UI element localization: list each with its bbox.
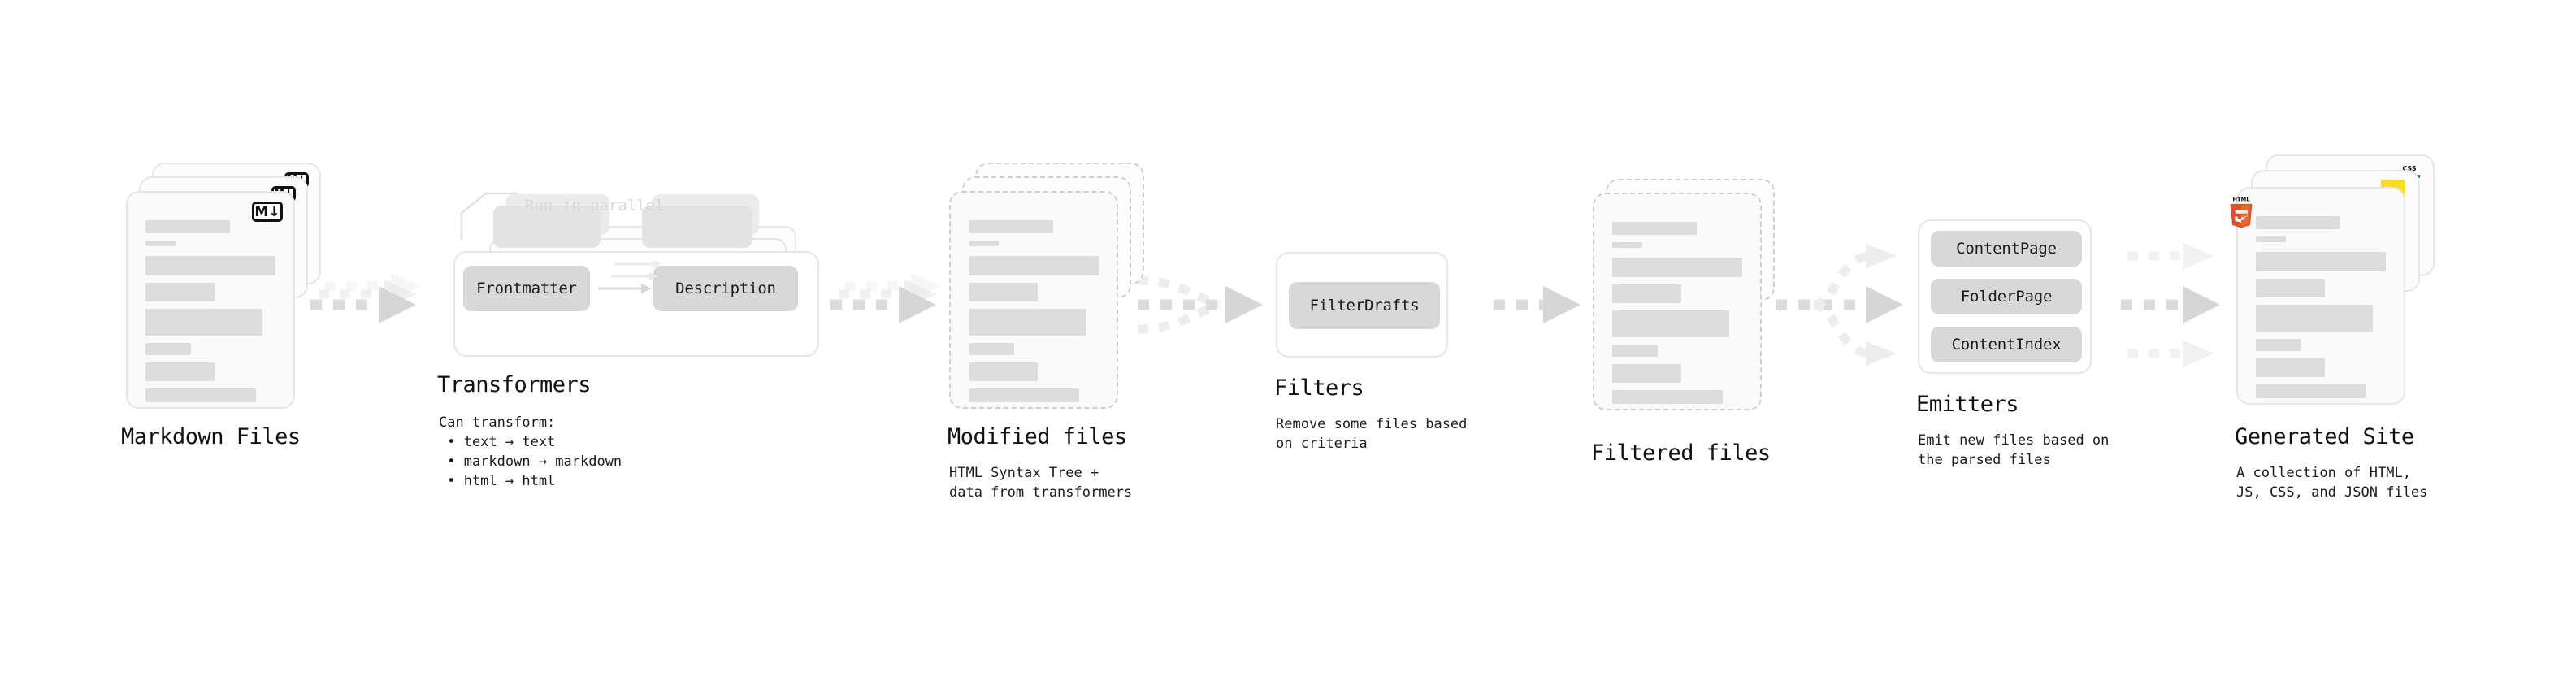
transformer-pill-description-mid: Description [642, 206, 752, 248]
filtered-files-caption: Filtered files [1591, 440, 1771, 466]
generated-site-caption: Generated Site [2235, 424, 2414, 449]
document-placeholder-lines [2256, 216, 2386, 406]
connector-filters-to-filtered [1494, 286, 1581, 323]
emitter-pill-folderpage[interactable]: FolderPage [1931, 279, 2082, 314]
emitter-pill-contentindex[interactable]: ContentIndex [1931, 327, 2082, 362]
run-in-parallel-label: Run in parallel [525, 197, 665, 215]
transformer-pill-description[interactable]: Description [653, 266, 798, 311]
connector-transformers-to-modified [830, 273, 942, 323]
transformer-pill-frontmatter-mid: Frontmatter [493, 206, 601, 248]
generated-site-description: A collection of HTML, JS, CSS, and JSON … [2236, 465, 2428, 501]
markdown-icon: M↓ [252, 202, 283, 222]
modified-files-caption: Modified files [948, 424, 1127, 449]
filters-description: Remove some files based on criteria [1276, 416, 1468, 453]
markdown-files-caption: Markdown Files [121, 424, 301, 449]
modified-card-front [949, 191, 1118, 409]
document-placeholder-lines [969, 220, 1099, 410]
site-card-front: HTML [2230, 187, 2405, 406]
svg-text:HTML: HTML [2232, 197, 2250, 203]
emitter-pill-contentpage[interactable]: ContentPage [1931, 231, 2082, 267]
connector-filtered-to-emitters [1776, 244, 1903, 366]
connector-modified-to-filters [1137, 275, 1263, 334]
document-placeholder-lines [145, 220, 275, 410]
filtered-card-front [1593, 193, 1762, 410]
document-placeholder-lines [1612, 222, 1742, 411]
html5-icon: HTML [2227, 195, 2255, 229]
modified-files-description: HTML Syntax Tree + data from transformer… [949, 465, 1133, 501]
emitters-box: ContentPage FolderPage ContentIndex [1918, 219, 2092, 374]
emitters-caption: Emitters [1916, 392, 2019, 417]
connector-emitters-to-site [2121, 242, 2220, 367]
filters-caption: Filters [1274, 375, 1364, 401]
transformers-description: Can transform: • text → text • markdown … [439, 414, 622, 490]
filter-pill-filterdrafts[interactable]: FilterDrafts [1289, 282, 1440, 329]
transformers-box-front: Frontmatter Description Frontmatter Desc… [453, 194, 819, 357]
filters-box: FilterDrafts [1276, 252, 1448, 358]
markdown-card-front: M↓ [126, 191, 295, 409]
connector-markdown-to-transformers [310, 273, 422, 323]
emitters-description: Emit new files based on the parsed files [1918, 432, 2110, 469]
transformer-pill-frontmatter[interactable]: Frontmatter [463, 266, 590, 311]
transformer-inner-arrows [598, 260, 661, 293]
transformers-caption: Transformers [437, 372, 592, 397]
